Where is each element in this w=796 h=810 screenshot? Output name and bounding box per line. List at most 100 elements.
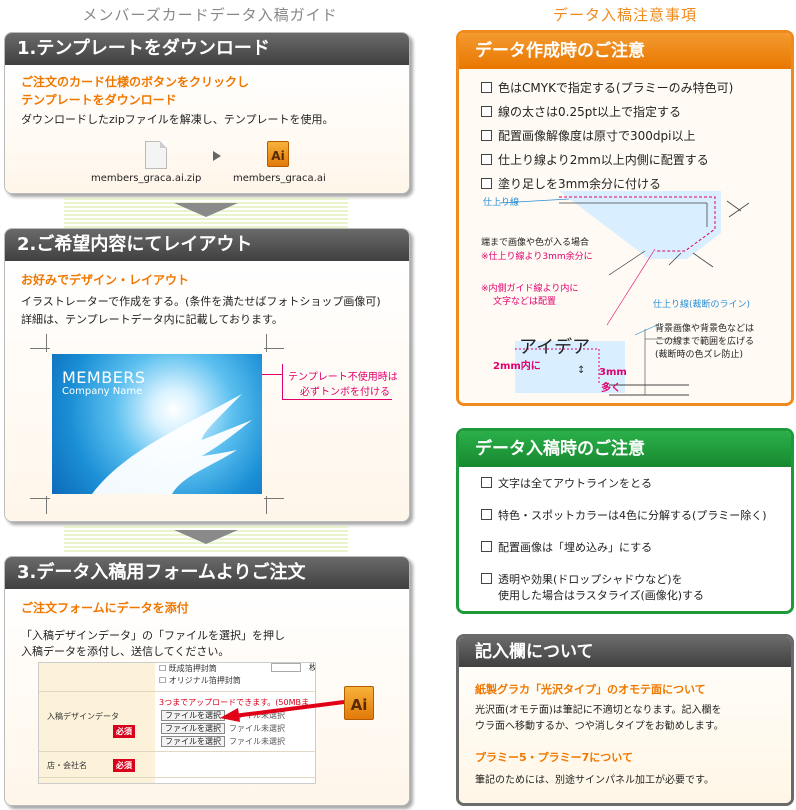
form-check-row-1: ☐ 既成箔押封筒 bbox=[159, 664, 217, 673]
checkbox-icon bbox=[481, 573, 492, 584]
checkbox-icon bbox=[481, 509, 492, 520]
step3-highlight: ご注文フォームにデータを添付 bbox=[21, 601, 189, 615]
note-leader bbox=[262, 374, 282, 375]
fill-text-1b: ウラ面へ移動するか、つや消しタイプをお勧めします。 bbox=[475, 721, 724, 732]
form-label-column bbox=[39, 663, 155, 783]
bg-note-2: この線まで範囲を広げる bbox=[655, 337, 755, 347]
fill-text-2: 筆記のためには、別途サインパネル加工が必要です。 bbox=[475, 775, 714, 786]
submission-item-3: 配置画像は「埋め込み」にする bbox=[481, 539, 652, 555]
checkbox-icon bbox=[481, 130, 492, 141]
step-arrow-1 bbox=[64, 198, 348, 228]
bleed-note-label: ※仕上り線より3mm余分に bbox=[481, 252, 593, 262]
creation-item-4: 仕上り線より2mm以上内側に配置する bbox=[481, 151, 709, 168]
step3-text-1: 「入稿デザインデータ」の「ファイルを選択」を押し bbox=[21, 629, 285, 642]
bleed-case-label: 端まで画像や色が入る場合 bbox=[481, 238, 590, 248]
trim-mark bbox=[264, 498, 284, 499]
checkbox-icon bbox=[481, 106, 492, 117]
step3-title: 3.データ入稿用フォームよりご注文 bbox=[5, 557, 409, 589]
submission-item-4-line2: 使用した場合はラスタライズ(画像化)する bbox=[498, 589, 705, 602]
form-qty-input[interactable] bbox=[271, 663, 301, 672]
step1-panel: 1.テンプレートをダウンロード ご注文のカード仕様のボタンをクリックし テンプレ… bbox=[4, 32, 410, 194]
form-divider bbox=[39, 777, 315, 778]
fill-area-panel: 記入欄について 紙製グラカ「光沢タイプ」のオモテ面について 光沢面(オモテ面)は… bbox=[456, 634, 794, 806]
checkbox-icon bbox=[481, 178, 492, 189]
upload-arrow bbox=[220, 700, 345, 722]
creation-item-1-label: 色はCMYKで指定する(プラミーのみ特色可) bbox=[498, 81, 734, 95]
trim-mark bbox=[266, 334, 267, 352]
creation-item-2-label: 線の太さは0.25pt以上で指定する bbox=[498, 105, 682, 119]
bg-note-1: 背景画像や背景色などは bbox=[655, 324, 755, 334]
creation-notes-title: データ作成時のご注意 bbox=[459, 33, 791, 69]
creation-notes-panel: データ作成時のご注意 色はCMYKで指定する(プラミーのみ特色可) 線の太さは0… bbox=[456, 30, 794, 406]
order-form-screenshot: ☐ 既成箔押封筒 枚 ☐ オリジナル箔押封筒 3つまでアップロードできます。(5… bbox=[38, 662, 316, 784]
creation-item-2: 線の太さは0.25pt以上で指定する bbox=[481, 103, 681, 120]
illustrator-file-icon: Ai bbox=[344, 686, 374, 720]
form-check-label-2: オリジナル箔押封筒 bbox=[168, 676, 241, 685]
extra-3mm-1: 3mm bbox=[599, 367, 627, 378]
step1-text: ダウンロードしたzipファイルを解凍し、テンプレートを使用。 bbox=[21, 113, 334, 126]
submission-notes-panel: データ入稿時のご注意 文字は全てアウトラインをとる 特色・スポットカラーは4色に… bbox=[456, 428, 794, 614]
guide-note-1: ※内側ガイド線より内に bbox=[481, 284, 579, 294]
card-sample: MEMBERS Company Name bbox=[52, 354, 262, 494]
creation-item-1: 色はCMYKで指定する(プラミーのみ特色可) bbox=[481, 79, 733, 96]
step2-text-2: 詳細は、テンプレートデータ内に記載しております。 bbox=[21, 313, 283, 326]
submission-item-2: 特色・スポットカラーは4色に分解する(プラミー除く) bbox=[481, 507, 767, 523]
trim-mark bbox=[46, 496, 47, 514]
fill-heading-1: 紙製グラカ「光沢タイプ」のオモテ面について bbox=[475, 683, 706, 696]
submission-item-1: 文字は全てアウトラインをとる bbox=[481, 475, 652, 491]
form-company-label: 店・会社名 bbox=[47, 761, 87, 770]
fill-heading-2: プラミー5・プラミー7について bbox=[475, 751, 633, 764]
card-title: MEMBERS bbox=[62, 368, 146, 387]
creation-item-3: 配置画像解像度は原寸で300dpi以上 bbox=[481, 127, 695, 144]
submission-item-4-label-1: 透明や効果(ドロップシャドウなど)を bbox=[498, 573, 683, 586]
submission-item-3-label: 配置画像は「埋め込み」にする bbox=[498, 541, 653, 554]
form-divider bbox=[39, 691, 315, 692]
creation-item-3-label: 配置画像解像度は原寸で300dpi以上 bbox=[498, 129, 696, 143]
checkbox-icon bbox=[481, 477, 492, 488]
ai-file-name: members_graca.ai bbox=[233, 173, 326, 184]
form-unit: 枚 bbox=[309, 663, 315, 673]
cut-line-label: 仕上り線(裁断のライン) bbox=[653, 300, 751, 310]
finish-line-label: 仕上り線 bbox=[483, 198, 520, 208]
template-note-1: テンプレート不使用時は bbox=[288, 372, 398, 383]
checkbox-icon bbox=[481, 82, 492, 93]
zip-file-name: members_graca.ai.zip bbox=[91, 173, 202, 184]
required-badge: 必須 bbox=[113, 725, 135, 738]
left-column-title: メンバーズカードデータ入稿ガイド bbox=[82, 6, 338, 24]
form-divider bbox=[39, 751, 315, 752]
checkbox-icon bbox=[481, 541, 492, 552]
trim-mark bbox=[30, 498, 50, 499]
step3-text-2: 入稿データを添付し、送信してください。 bbox=[21, 645, 230, 658]
step2-highlight: お好みでデザイン・レイアウト bbox=[21, 273, 190, 287]
creation-item-5: 塗り足しを3mm余分に付ける bbox=[481, 175, 661, 192]
step1-body: ご注文のカード仕様のボタンをクリックし テンプレートをダウンロード ダウンロード… bbox=[5, 65, 409, 193]
required-badge: 必須 bbox=[113, 759, 135, 772]
zip-file-icon bbox=[145, 141, 167, 169]
step-arrow-2 bbox=[64, 526, 348, 554]
note-bracket bbox=[282, 364, 392, 400]
fill-area-body bbox=[459, 667, 791, 803]
submission-item-1-label: 文字は全てアウトラインをとる bbox=[498, 477, 652, 490]
trim-mark bbox=[264, 348, 284, 349]
file-select-button-2[interactable]: ファイルを選択 bbox=[161, 723, 225, 734]
file-status-1: ファイル未選択 bbox=[229, 711, 285, 720]
illustrator-file-icon: Ai bbox=[267, 141, 289, 167]
fill-area-title: 記入欄について bbox=[459, 637, 791, 667]
trim-mark bbox=[30, 348, 50, 349]
fill-text-1a: 光沢面(オモテ面)は筆記に不適切となります。記入欄を bbox=[475, 705, 722, 716]
form-check-row-2: ☐ オリジナル箔押封筒 bbox=[159, 676, 241, 685]
form-check-label-1: 既成箔押封筒 bbox=[168, 664, 217, 673]
step2-text-1: イラストレーターで作成をする。(条件を満たせばフォトショップ画像可) bbox=[21, 295, 381, 308]
inner-2mm-label: 2mm内に bbox=[493, 361, 541, 372]
down-arrow-icon bbox=[174, 530, 238, 544]
submission-item-2-label: 特色・スポットカラーは4色に分解する(プラミー除く) bbox=[498, 509, 767, 522]
file-select-button-3[interactable]: ファイルを選択 bbox=[161, 736, 225, 747]
trim-mark bbox=[266, 496, 267, 514]
checkbox-icon bbox=[481, 154, 492, 165]
creation-item-5-label: 塗り足しを3mm余分に付ける bbox=[498, 177, 662, 191]
template-note-2: 必ずトンボを付ける bbox=[300, 387, 390, 398]
wing-graphic bbox=[92, 394, 252, 494]
down-arrow-icon bbox=[174, 203, 238, 217]
step1-highlight-2: テンプレートをダウンロード bbox=[21, 93, 177, 107]
submission-item-4: 透明や効果(ドロップシャドウなど)を bbox=[481, 571, 683, 587]
